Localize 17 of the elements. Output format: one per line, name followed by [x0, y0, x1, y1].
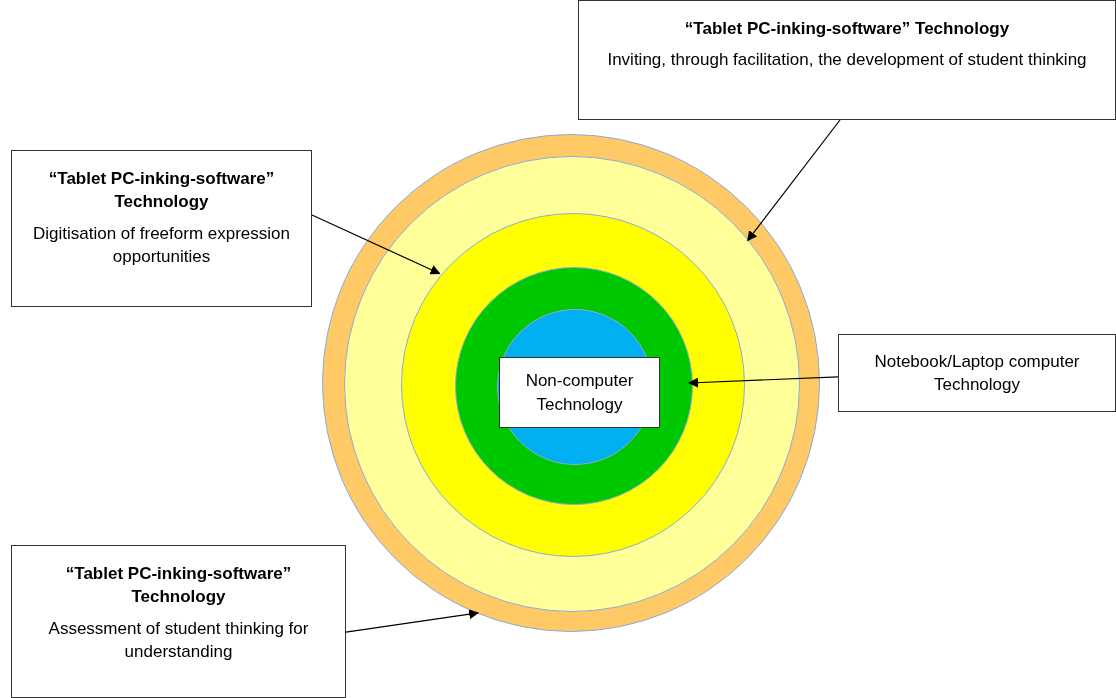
box-text: Digitisation of freeform expression opportunities	[32, 222, 291, 269]
text-box	[838, 334, 1116, 412]
box-heading: “Tablet PC-inking-software” Technology	[64, 563, 293, 609]
box-text: Notebook/Laptop computer Technology	[873, 350, 1081, 396]
arrow	[747, 119, 841, 242]
box-text: Assessment of student thinking for understanding	[47, 617, 310, 664]
box-text: Non-computer Technology	[524, 370, 635, 416]
text-box	[499, 357, 660, 428]
box-heading: “Tablet PC-inking-software” Technology	[47, 168, 276, 214]
text-box	[11, 150, 312, 307]
arrow	[688, 376, 839, 388]
arrow	[311, 214, 441, 275]
text-box	[11, 545, 346, 698]
box-text: Inviting, through facilitation, the development of student thinking	[607, 49, 1087, 72]
box-heading: “Tablet PC-inking-software” Technology	[684, 18, 1010, 40]
arrow	[345, 609, 480, 633]
text-box	[578, 0, 1116, 120]
